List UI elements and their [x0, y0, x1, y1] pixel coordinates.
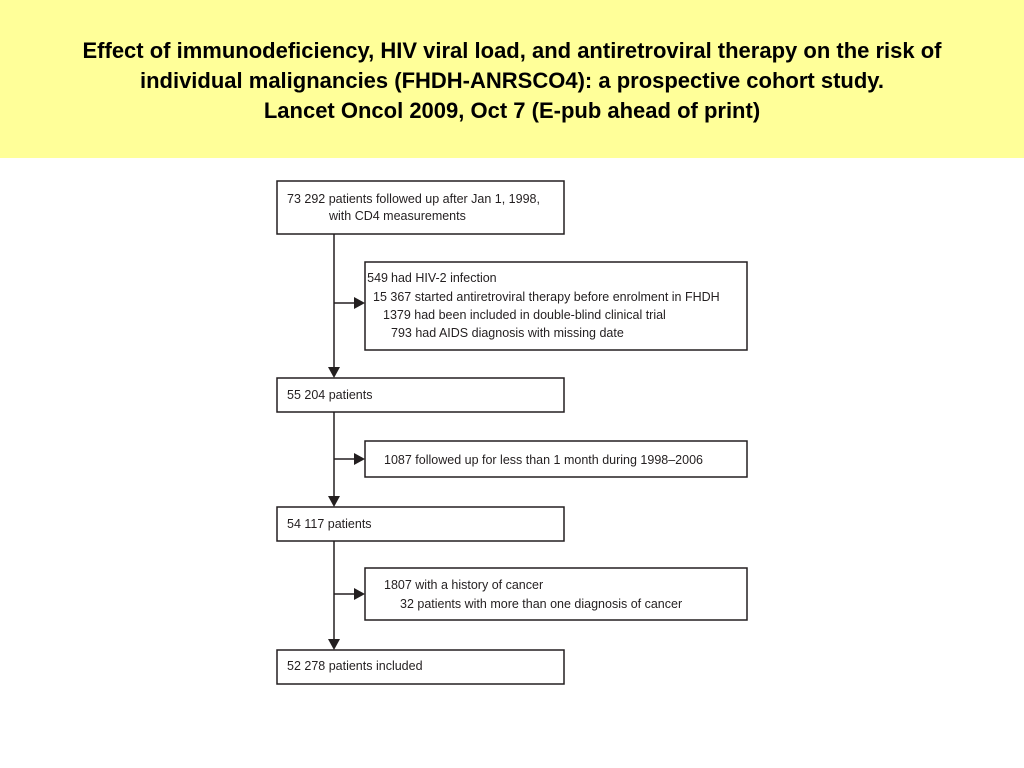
step-3-label: 54 117 patients — [287, 517, 372, 531]
arrow-right-1 — [354, 297, 365, 309]
box-initial-line-2: with CD4 measurements — [328, 209, 466, 223]
exclusion-3-item-2: 32 patients with more than one diagnosis… — [400, 597, 682, 611]
exclusion-1-item-4: 793 had AIDS diagnosis with missing date — [391, 326, 624, 340]
title-line-1: Effect of immunodeficiency, HIV viral lo… — [82, 38, 942, 63]
arrow-down-2 — [328, 496, 340, 507]
title-line-3: Lancet Oncol 2009, Oct 7 (E-pub ahead of… — [263, 98, 761, 123]
box-step-2 — [276, 377, 565, 413]
exclusion-1-item-3: 1379 had been included in double-blind c… — [383, 308, 666, 322]
slide-title: Effect of immunodeficiency, HIV viral lo… — [0, 36, 1024, 126]
step-2-label: 55 204 patients — [287, 388, 373, 402]
exclusion-2-item-1: 1087 followed up for less than 1 month d… — [384, 453, 703, 467]
box-initial-line-1: 73 292 patients followed up after Jan 1,… — [287, 192, 540, 206]
included-label: 52 278 patients included — [287, 659, 423, 673]
exclusion-1-count-1: 549 — [367, 271, 388, 285]
box-exclusion-1 — [364, 261, 748, 351]
exclusion-1-item-2: 15 367 started antiretroviral therapy be… — [373, 290, 720, 304]
arrow-down-3 — [328, 639, 340, 650]
box-exclusion-3 — [364, 567, 748, 621]
title-line-2: individual malignancies (FHDH-ANRSCO4): … — [139, 68, 885, 93]
box-step-3 — [276, 506, 565, 542]
arrow-down-1 — [328, 367, 340, 378]
title-banner — [0, 0, 1024, 158]
arrow-right-2 — [354, 453, 365, 465]
box-exclusion-2 — [364, 440, 748, 478]
box-initial-cohort — [276, 180, 565, 235]
exclusion-1-text-1: had HIV-2 infection — [391, 271, 497, 285]
exclusion-3-item-1: 1807 with a history of cancer — [384, 578, 543, 592]
box-included — [276, 649, 565, 685]
arrow-right-3 — [354, 588, 365, 600]
